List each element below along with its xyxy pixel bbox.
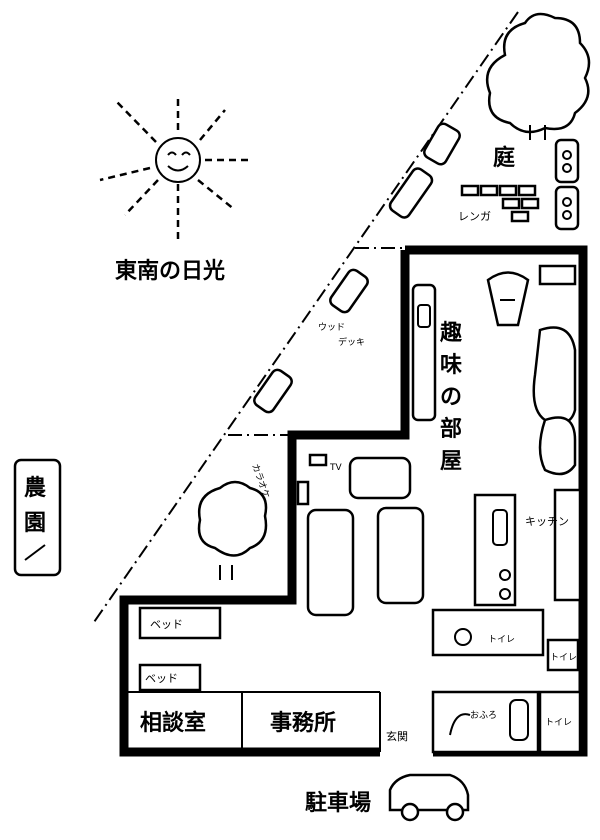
farm-sign	[13, 458, 62, 577]
hobby-room-label-3: の	[440, 385, 462, 410]
sun-icon	[99, 95, 250, 240]
toilet-room	[546, 638, 580, 672]
carrot-icon	[24, 544, 46, 561]
kitchen-counter	[473, 493, 517, 607]
farm-label-1: 農	[24, 476, 46, 501]
brick-label: レンガ	[458, 210, 491, 223]
bed-icon	[138, 663, 202, 692]
planter-icon	[388, 122, 580, 231]
hobby-room-label-1: 趣	[439, 320, 462, 346]
bath-room	[431, 690, 540, 754]
kitchen-shelf	[553, 488, 582, 602]
toilet-room	[538, 690, 582, 754]
car-icon	[388, 773, 470, 822]
bath-label: おふろ	[470, 710, 497, 721]
hobby-room-label-2: 味	[440, 353, 462, 378]
bed-icon	[138, 606, 222, 640]
toilet-label-2: トイレ	[550, 653, 577, 663]
karaoke-icon	[296, 480, 310, 506]
building-wall-west	[119, 250, 410, 757]
rack-icon	[538, 264, 577, 286]
consultation-room-label: 相談室	[140, 710, 206, 736]
toilet-room	[431, 608, 545, 657]
kitchen-label: キッチン	[525, 515, 569, 528]
hobby-room-label-4: 部	[440, 416, 462, 442]
sofa-icon	[538, 416, 577, 476]
property-boundary	[91, 11, 519, 626]
wood-deck-label-1: ウッド	[318, 322, 345, 333]
sofa-icon	[306, 508, 355, 617]
sunlight-label: 東南の日光	[115, 259, 225, 284]
brick-path	[460, 184, 540, 223]
tree-icon	[197, 480, 268, 580]
parking-label: 駐車場	[305, 790, 371, 816]
sofa-icon	[532, 326, 577, 425]
farm-label-2: 園	[24, 511, 46, 536]
massage-chair-icon	[486, 271, 530, 327]
office-label: 事務所	[270, 710, 336, 736]
tv-label: TV	[329, 463, 342, 473]
sofa-icon	[376, 506, 425, 605]
sofa-icon	[348, 456, 412, 500]
hobby-room-label-5: 屋	[440, 449, 462, 474]
toilet-label-3: トイレ	[545, 718, 572, 728]
tree-icon	[485, 12, 591, 140]
bed-label-1: ベッド	[150, 618, 183, 631]
garden-label: 庭	[493, 145, 515, 171]
bed-label-2: ベッド	[145, 672, 178, 685]
entrance-label: 玄関	[386, 729, 408, 743]
wood-deck-label-2: デッキ	[338, 336, 365, 348]
tv-icon	[308, 453, 328, 467]
deck-planter-icon	[253, 268, 369, 414]
toilet-label-1: トイレ	[488, 635, 515, 645]
